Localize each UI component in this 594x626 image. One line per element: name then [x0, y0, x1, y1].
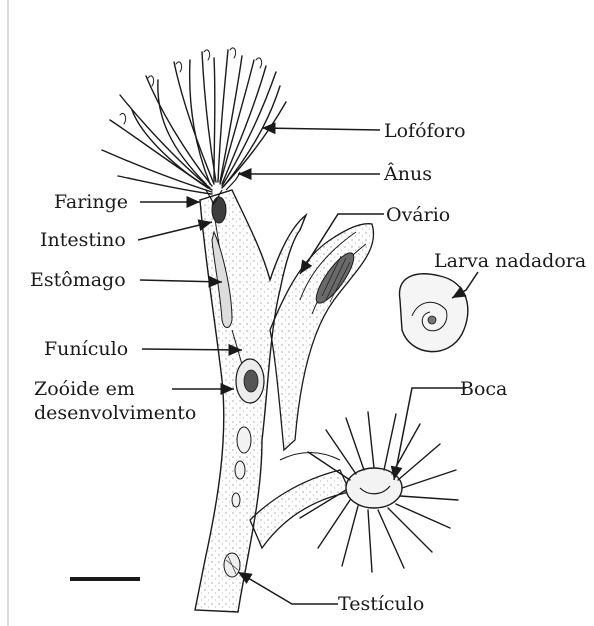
- statoblast-a: [237, 427, 251, 453]
- label-faringe: Faringe: [54, 191, 128, 213]
- leader-testiculo: [238, 572, 338, 604]
- statoblast-c: [232, 493, 240, 507]
- label-funiculo: Funículo: [44, 338, 128, 360]
- leader-funiculo: [142, 349, 242, 350]
- label-zooide-line1: Zoóide em: [34, 378, 135, 400]
- label-zooide-line2: desenvolvimento: [34, 402, 196, 424]
- lophophore: [102, 50, 286, 194]
- label-testiculo: Testículo: [338, 593, 424, 615]
- label-ovario: Ovário: [386, 204, 450, 226]
- leader-intestino: [138, 222, 212, 240]
- label-intestino: Intestino: [40, 229, 126, 251]
- lower-branch: [250, 470, 350, 548]
- swimming-larva: [399, 274, 467, 352]
- label-lofoforo: Lofóforo: [384, 120, 466, 142]
- intestine: [212, 197, 226, 223]
- label-boca: Boca: [460, 378, 507, 400]
- label-larva-nadadora: Larva nadadora: [434, 250, 586, 272]
- label-anus: Ânus: [384, 163, 432, 185]
- statoblast-b: [235, 461, 245, 479]
- label-estomago: Estômago: [30, 269, 126, 291]
- leader-lofoforo: [262, 128, 380, 130]
- leader-boca: [394, 388, 466, 480]
